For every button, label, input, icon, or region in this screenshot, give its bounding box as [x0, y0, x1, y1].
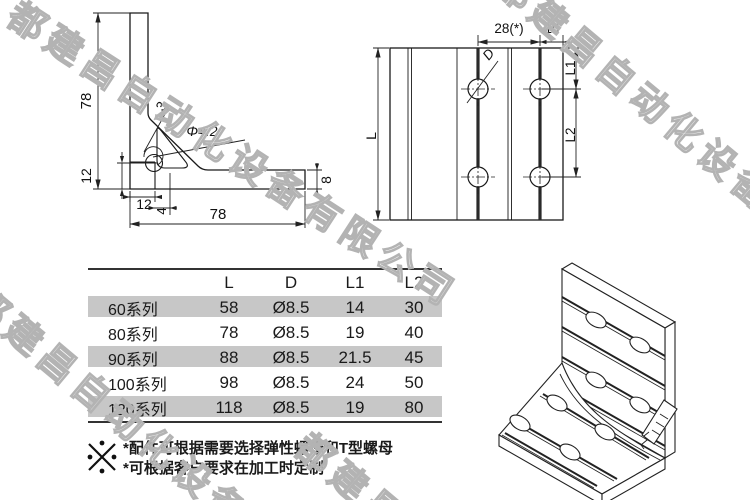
base-end-face: [601, 457, 666, 500]
dim-length-label: L: [365, 132, 379, 140]
gusset-rib: [641, 399, 678, 445]
slot-band-right: [538, 48, 542, 220]
value-cell-L1: 21.5: [338, 348, 372, 367]
value-cell-L: 98: [219, 373, 239, 392]
table-row: 120系列 118 Ø8.5 19 80: [88, 396, 442, 421]
value-cell-L2: 80: [404, 398, 424, 417]
iso-view-drawing: [498, 262, 678, 500]
base-front-face: [498, 434, 603, 500]
value-cell-D: Ø8.5: [272, 373, 310, 392]
note-lines: *配件可根据需要选择弹性螺母和T型螺母 *可根据客户要求在加工时定制: [123, 437, 393, 479]
table-row: 80系列 78 Ø8.5 19 40: [88, 321, 442, 346]
front-view-drawing: 28(*) 10 L1 L2 L D: [365, 21, 581, 221]
dim-edge-offset-label: 10: [544, 21, 559, 36]
slot-band-left: [476, 48, 480, 220]
series-cell: 100系列: [108, 377, 167, 394]
dim-height-label: 78: [78, 93, 95, 110]
rib-thickness-leader: [143, 104, 171, 153]
value-cell-L1: 19: [345, 323, 365, 342]
header-D: D: [284, 273, 298, 292]
iso-bracket: [498, 262, 678, 500]
series-cell: 90系列: [108, 352, 158, 369]
rib-thickness-label: 3: [152, 98, 170, 114]
fillet-curve: [559, 373, 661, 461]
side-dimension-lines: [93, 12, 322, 228]
plate-right-face: [664, 321, 676, 459]
front-dimension-lines: [373, 35, 581, 221]
dim-l1-label: L1: [563, 60, 578, 75]
value-cell-L2: 40: [404, 323, 424, 342]
value-cell-L2: 50: [404, 373, 424, 392]
value-cell-L1: 19: [345, 398, 365, 417]
dim-offset-label: 4: [154, 207, 169, 214]
counterbore-arc: [143, 146, 164, 166]
hole-diameter-label: Φ4.2: [186, 123, 217, 139]
table-row: 90系列 88 Ø8.5 21.5 45: [88, 346, 442, 371]
dim-hole-spacing-label: 28(*): [494, 21, 523, 36]
mounting-holes: [461, 72, 557, 194]
note-line-2: *可根据客户要求在加工时定制: [123, 460, 324, 477]
side-dimension-arrows: [119, 156, 320, 211]
value-cell-D: Ø8.5: [272, 398, 310, 417]
dim-width-label: 78: [210, 206, 227, 223]
value-cell-D: Ø8.5: [272, 298, 310, 317]
value-cell-D: Ø8.5: [272, 323, 310, 342]
header-L: L: [224, 273, 234, 292]
value-cell-L: 58: [219, 298, 239, 317]
value-cell-D: Ø8.5: [272, 348, 310, 367]
spec-table-header: L D L1 L2: [88, 270, 442, 296]
header-L1: L1: [345, 273, 365, 292]
hole-dia-leader: [152, 139, 246, 158]
side-view-drawing: 78 12 12 4 78 8 Φ4.2 3: [78, 12, 334, 228]
series-cell: 60系列: [108, 302, 158, 319]
front-dimension-arrows: [540, 39, 570, 45]
corner-block-lines: [130, 161, 156, 189]
header-L2: L2: [404, 273, 424, 292]
series-cell: 120系列: [108, 402, 167, 419]
table-row: 100系列 98 Ø8.5 24 50: [88, 371, 442, 396]
extrusion-groove-lines: [407, 48, 512, 220]
series-cell: 80系列: [108, 327, 158, 344]
value-cell-L: 118: [215, 398, 243, 417]
note-line-1: *配件可根据需要选择弹性螺母和T型螺母: [123, 440, 394, 457]
value-cell-L2: 30: [404, 298, 424, 317]
hole-d-leader: [466, 60, 499, 104]
dim-flange-thickness-label: 8: [318, 176, 334, 184]
reference-mark-icon: [87, 440, 117, 474]
dim-l2-label: L2: [563, 127, 578, 142]
notes-block: *配件可根据需要选择弹性螺母和T型螺母 *可根据客户要求在加工时定制: [86, 437, 393, 479]
dim-corner-width-label: 12: [136, 196, 152, 212]
value-cell-L: 88: [219, 348, 239, 367]
value-cell-L: 78: [219, 323, 239, 342]
value-cell-L1: 14: [345, 298, 365, 317]
value-cell-L2: 45: [404, 348, 424, 367]
value-cell-L1: 24: [345, 373, 365, 392]
dim-corner-height-label: 12: [78, 168, 94, 184]
bracket-profile: [129, 12, 306, 190]
table-row: 60系列 58 Ø8.5 14 30: [88, 296, 442, 321]
t-nub-detail: [640, 431, 650, 450]
